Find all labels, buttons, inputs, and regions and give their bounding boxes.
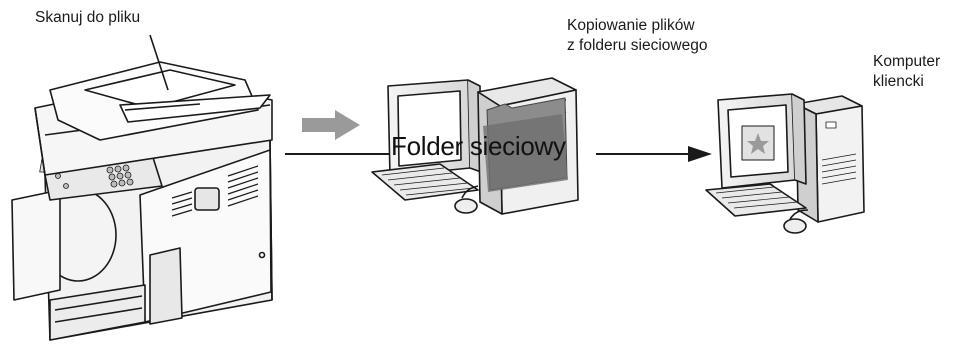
client-computer-label: Komputer kliencki	[873, 52, 940, 92]
network-folder-label: Folder sieciowy	[391, 131, 566, 161]
scan-to-file-label: Skanuj do pliku	[35, 8, 140, 28]
copy-files-label: Kopiowanie plików z folderu sieciowego	[567, 16, 707, 56]
client-line1: Komputer	[873, 53, 941, 70]
copy-files-line2: z folderu sieciowego	[567, 37, 708, 54]
copy-files-line1: Kopiowanie plików	[567, 17, 695, 34]
client-computer-icon	[705, 93, 865, 234]
scan-to-file-text: Skanuj do pliku	[35, 9, 141, 26]
folder-icon	[483, 97, 568, 192]
client-line2: kliencki	[873, 73, 924, 90]
arrow-to-client	[596, 146, 712, 162]
arrow-right-icon	[302, 110, 360, 140]
printer-icon	[11, 34, 273, 341]
